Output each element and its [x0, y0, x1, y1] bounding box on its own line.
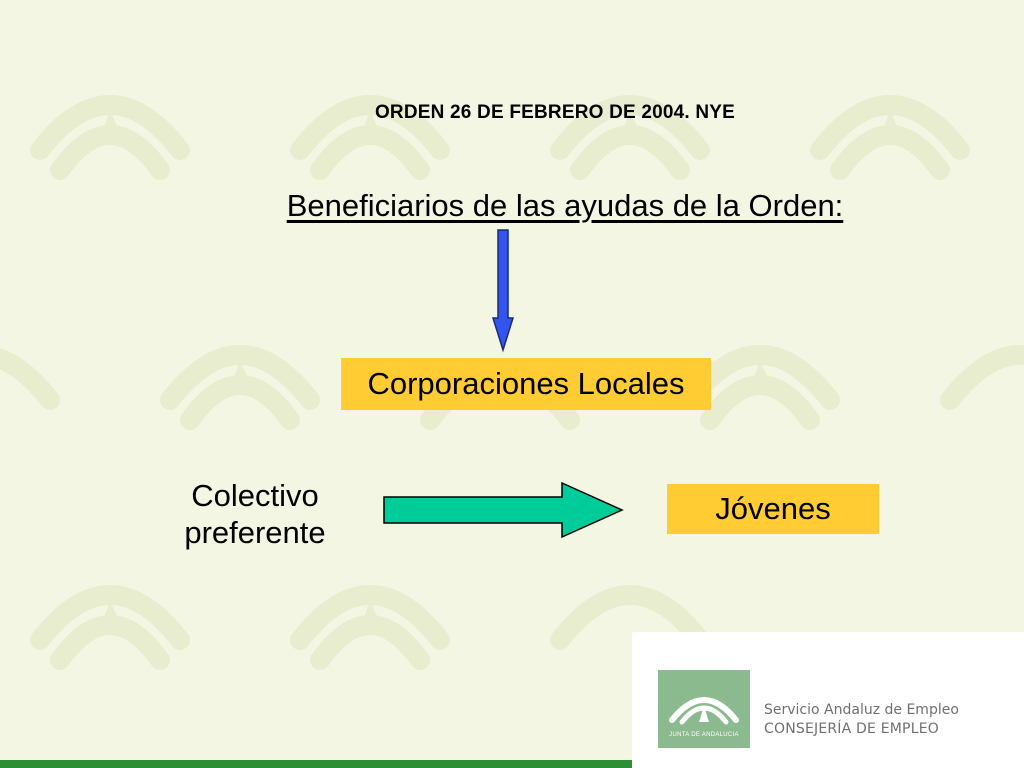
header-title: ORDEN 26 DE FEBRERO DE 2004. NYE	[374, 102, 736, 123]
junta-andalucia-emblem-icon: JUNTA DE ANDALUCIA	[658, 670, 750, 748]
down-arrow-icon	[491, 229, 515, 353]
colectivo-label-line2: preferente	[184, 515, 326, 550]
right-arrow-icon	[383, 481, 624, 539]
jovenes-box: Jóvenes	[667, 484, 879, 534]
logo-panel: JUNTA DE ANDALUCIA Servicio Andaluz de E…	[632, 632, 1024, 768]
colectivo-label-line1: Colectivo	[191, 478, 319, 513]
bottom-brand-bar	[0, 760, 632, 768]
colectivo-preferente-label: Colectivo preferente	[150, 477, 360, 551]
logo-department-name: CONSEJERÍA DE EMPLEO	[764, 721, 939, 737]
beneficiaries-heading: Beneficiarios de las ayudas de la Orden:	[286, 188, 844, 223]
emblem-caption: JUNTA DE ANDALUCIA	[669, 732, 739, 738]
corporaciones-locales-box: Corporaciones Locales	[341, 358, 711, 410]
logo-service-name: Servicio Andaluz de Empleo	[764, 702, 959, 718]
